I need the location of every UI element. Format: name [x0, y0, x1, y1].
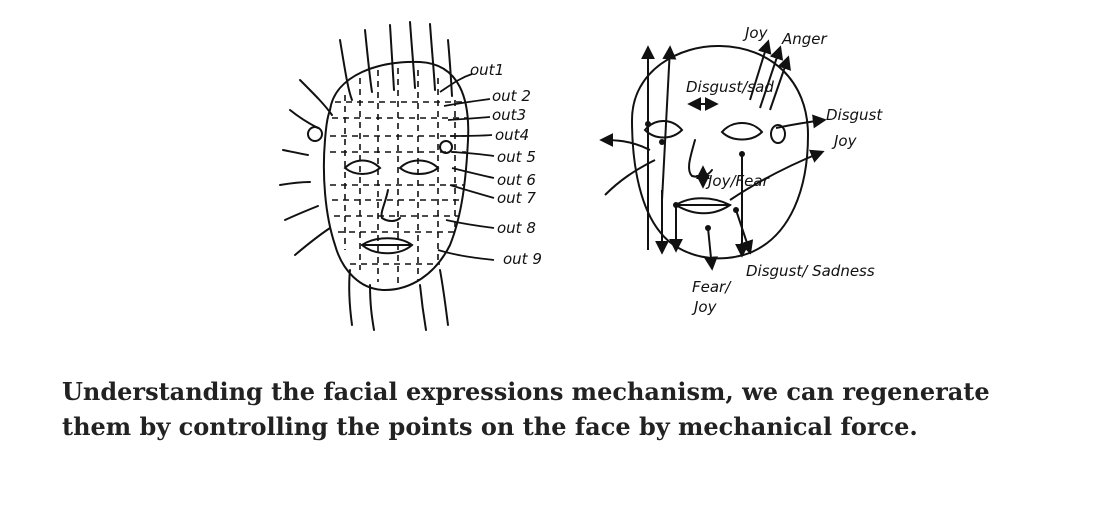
label-anger: Anger	[781, 30, 828, 48]
label-joy-bottom: Joy	[691, 298, 718, 316]
facial-mechanism-sketch: out1 out 2 out3 out4 out 5 out 6 out 7 o…	[279, 21, 883, 331]
label-out9: out 9	[503, 250, 542, 268]
right-face-labels: Joy Anger Disgust/sad Disgust Joy Joy/Fe…	[686, 24, 883, 316]
label-out7: out 7	[497, 189, 536, 207]
label-out6: out 6	[497, 171, 536, 189]
left-face-grid	[330, 68, 467, 285]
label-joy-top: Joy	[742, 24, 769, 42]
left-face-drawing	[279, 21, 470, 331]
label-fear-bottom: Fear/	[692, 278, 732, 296]
label-out4: out4	[495, 126, 529, 144]
right-face-drawing	[630, 44, 810, 260]
label-joy-right: Joy	[831, 132, 858, 150]
right-face-arrows	[599, 39, 827, 271]
label-out8: out 8	[497, 219, 536, 237]
label-out2: out 2	[492, 87, 531, 105]
right-face-dots	[645, 121, 745, 231]
label-out5: out 5	[497, 148, 536, 166]
left-face-leaders	[437, 73, 495, 261]
label-disgust-sad: Disgust/sad	[686, 78, 774, 96]
label-joy-fear: Joy/Fear	[705, 172, 770, 190]
label-out1: out1	[470, 61, 504, 79]
caption-text: Understanding the facial expressions mec…	[62, 377, 990, 441]
left-face-labels: out1 out 2 out3 out4 out 5 out 6 out 7 o…	[470, 61, 542, 268]
label-out3: out3	[492, 106, 526, 124]
label-disgust-right: Disgust	[826, 106, 883, 124]
label-disgust-sadness: Disgust/ Sadness	[746, 262, 875, 280]
